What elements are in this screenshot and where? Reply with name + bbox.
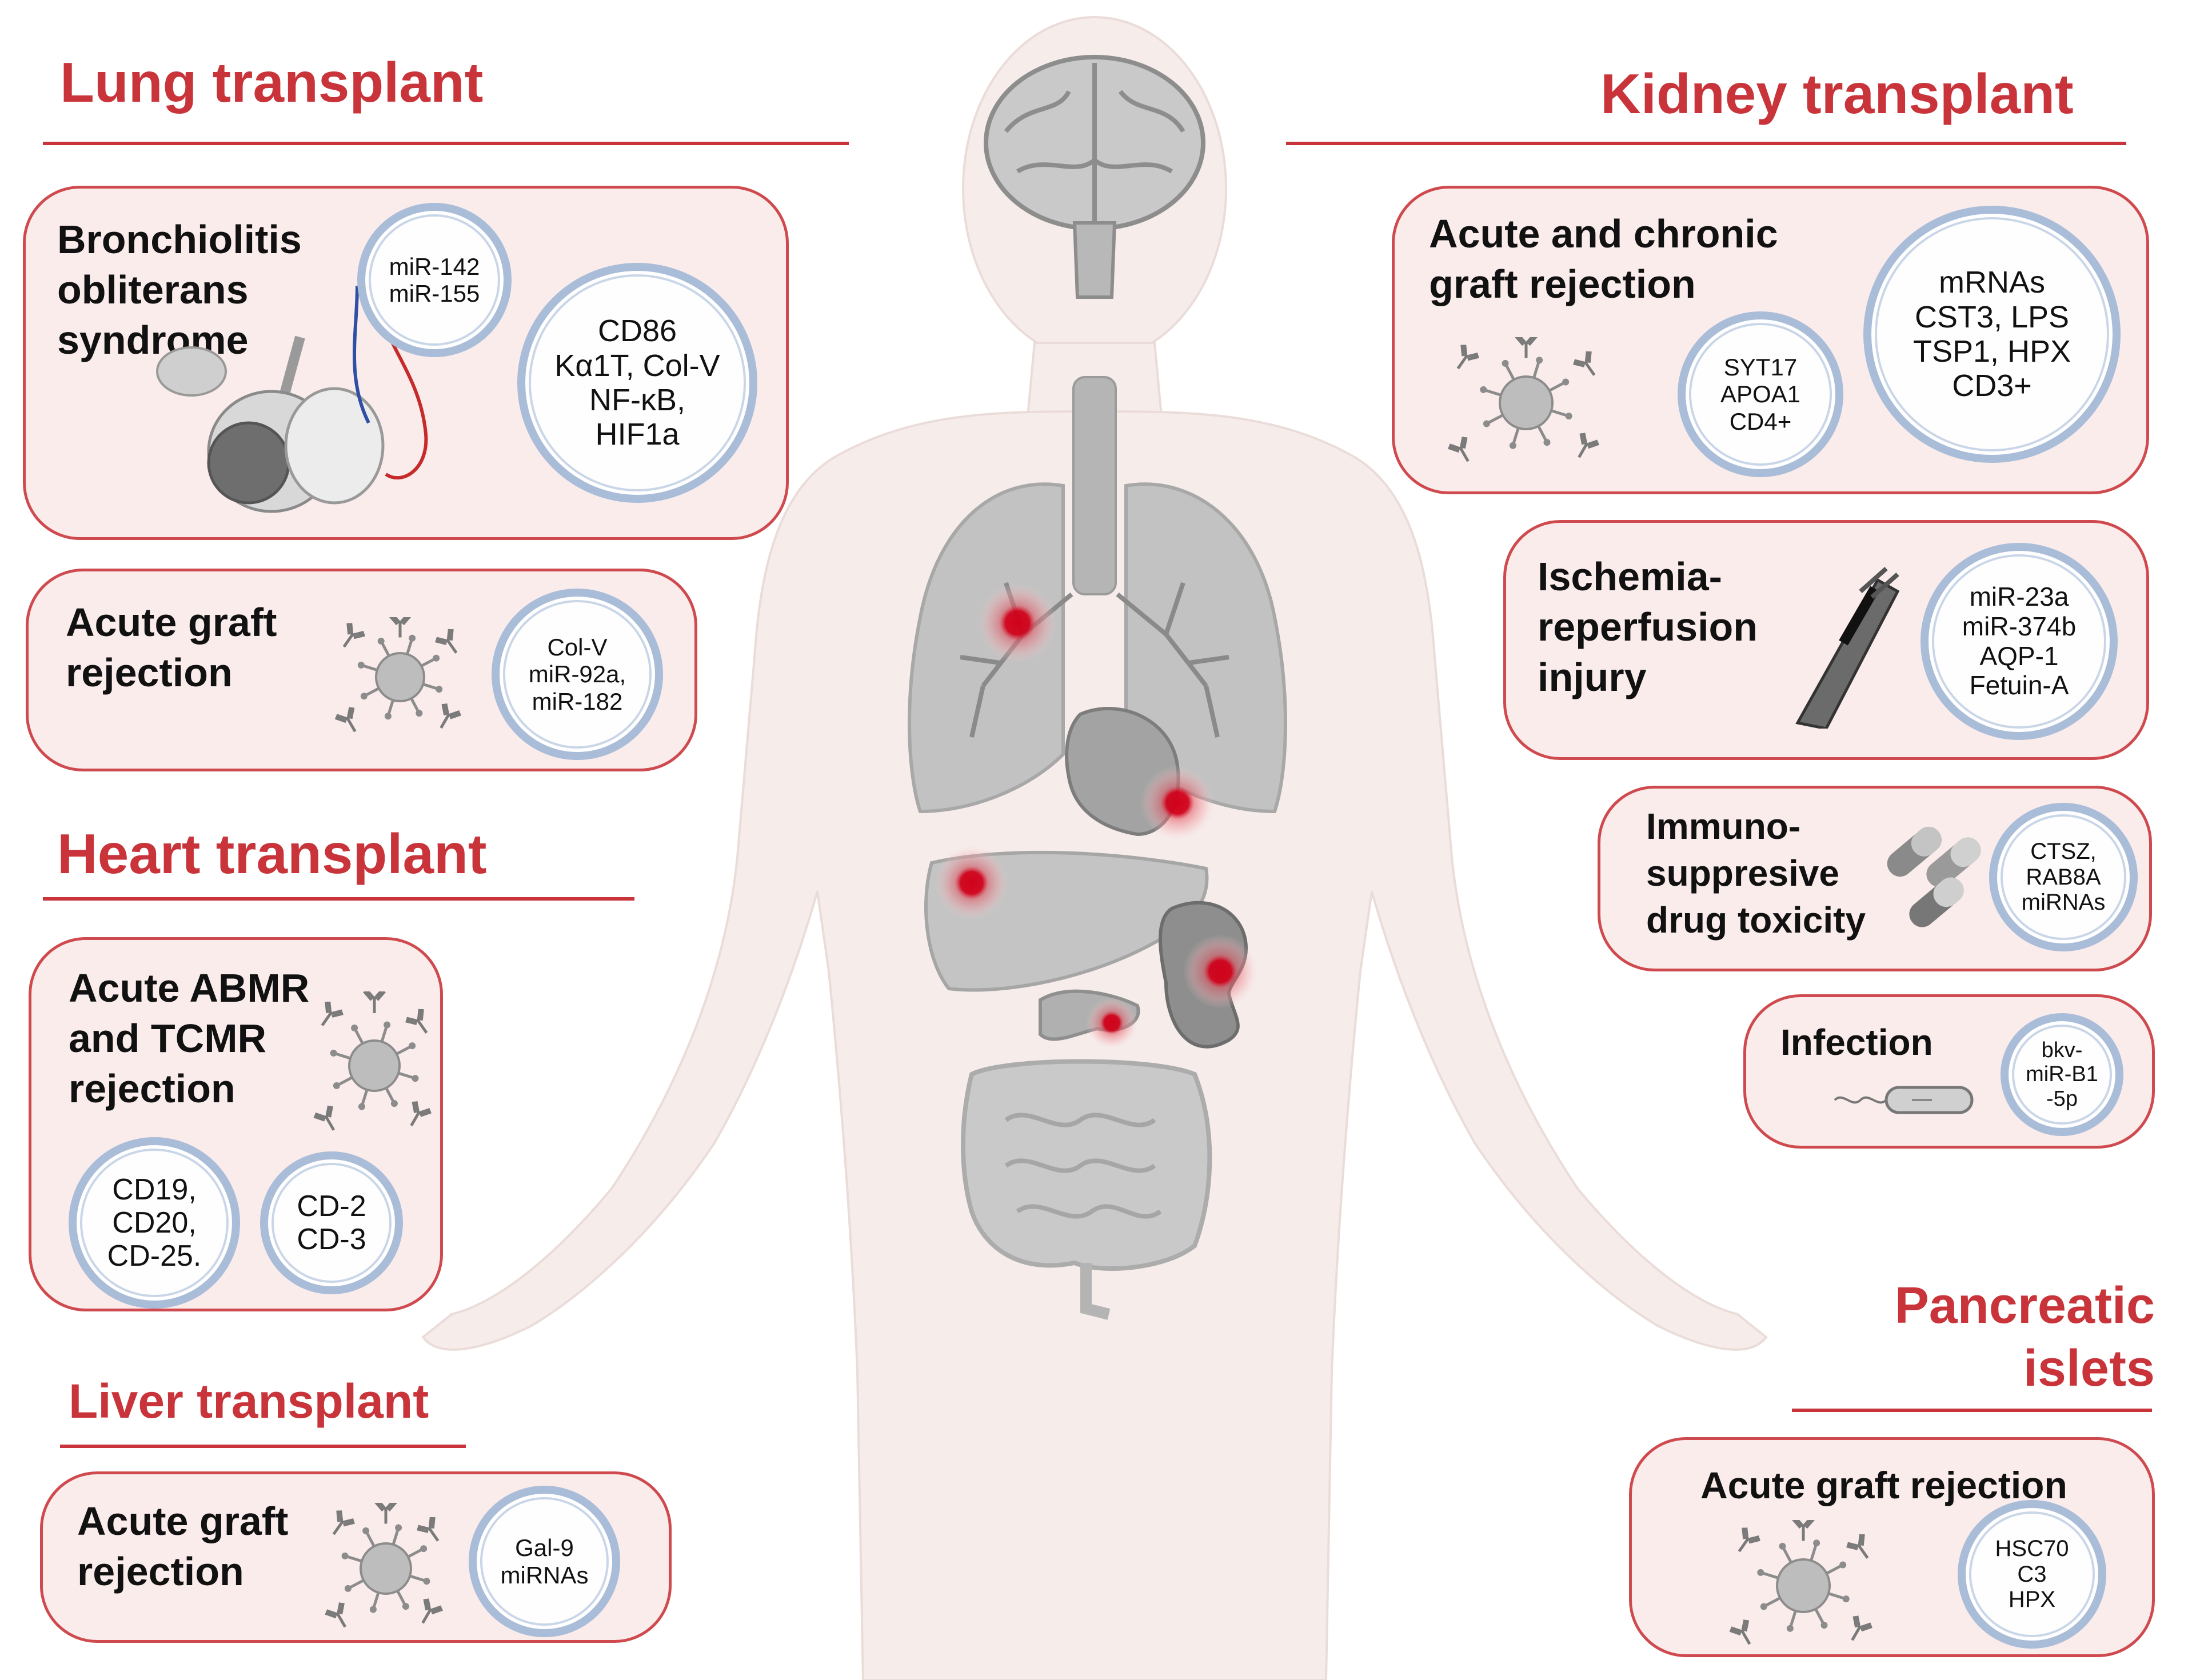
heart-rejection-box: Acute ABMR and TCMR rejection CD19, CD20… (29, 937, 443, 1311)
box-title: Acute and chronic graft rejection (1429, 211, 1778, 306)
biomarker-circle: mRNAs CST3, LPS TSP1, HPX CD3+ (1863, 206, 2121, 463)
biomarker-circle: miR-23a miR-374b AQP-1 Fetuin-A (1921, 543, 2118, 740)
kidney-infection-box: Infection bkv- miR-B1 -5p (1743, 994, 2155, 1149)
lung-title-rule (43, 142, 849, 145)
hotspot-marker (1140, 766, 1215, 840)
kidney-title-rule (1286, 142, 2126, 145)
heart-section-title: Heart transplant (57, 822, 487, 885)
biomarker-circle: CD86 Kα1T, Col-V NF-κB, HIF1a (517, 263, 757, 503)
box-title: Acute graft rejection (77, 1499, 289, 1594)
biomarker-circle: HSC70 C3 HPX (1958, 1500, 2106, 1649)
biomarker-circle: CD19, CD20, CD-25. (69, 1137, 240, 1309)
brain-icon (984, 55, 1205, 299)
biomarker-circle: CD-2 CD-3 (260, 1151, 403, 1294)
exosome-icon (1729, 1520, 1872, 1645)
pills-icon (1887, 826, 1981, 927)
pancreatic-title-rule (1792, 1409, 2152, 1412)
box-title: Infection (1780, 1022, 1933, 1063)
heart-title-rule (43, 897, 634, 901)
box-title: Ischemia- reperfusion injury (1538, 554, 1758, 699)
kidney-toxicity-box: Immuno- suppresive drug toxicity CTSZ, R… (1598, 786, 2152, 971)
liver-section-title: Liver transplant (69, 1374, 429, 1428)
pancreatic-rejection-box: Acute graft rejection HSC70 C3 HPX (1629, 1437, 2155, 1657)
hotspot-marker (935, 846, 1009, 920)
biomarker-circle: SYT17 APOA1 CD4+ (1678, 311, 1843, 477)
exosome-icon (1448, 337, 1599, 462)
pancreatic-section-title: Pancreatic islets (1894, 1277, 2155, 1397)
hotspot-marker (977, 583, 1057, 663)
lung-section-title: Lung transplant (60, 51, 484, 114)
exosome-icon (325, 1503, 443, 1628)
biomarker-circle: CTSZ, RAB8A miRNAs (1989, 803, 2138, 951)
liver-title-rule (60, 1445, 466, 1448)
blood-vessel-icon (1795, 567, 1900, 729)
box-title: Acute graft rejection (1700, 1464, 2067, 1506)
box-title: Acute graft rejection (66, 600, 277, 695)
box-title: Immuno- suppresive drug toxicity (1646, 806, 1866, 941)
hotspot-group (935, 583, 1257, 1049)
hotspot-marker (1086, 997, 1137, 1049)
biomarker-circle: miR-142 miR-155 (357, 203, 512, 357)
biomarker-circle: bkv- miR-B1 -5p (2001, 1013, 2123, 1136)
lung-bos-box: Bronchiolitis obliterans syndrome miR-14… (23, 186, 789, 540)
alveoli-icon (156, 335, 385, 513)
biomarker-circle: Col-V miR-92a, miR-182 (492, 589, 663, 760)
kidney-section-title: Kidney transplant (1600, 62, 2074, 125)
hotspot-marker (1183, 934, 1257, 1009)
liver-rejection-box: Acute graft rejection Gal-9 miRNAs (40, 1471, 672, 1643)
intestine-icon (961, 1059, 1212, 1320)
kidney-rejection-box: Acute and chronic graft rejection SYT17 … (1392, 186, 2149, 494)
box-title: Acute ABMR and TCMR rejection (69, 966, 310, 1111)
biomarker-circle: Gal-9 miRNAs (469, 1486, 620, 1637)
bacterium-icon (1834, 1086, 1974, 1114)
exosome-icon (334, 617, 461, 733)
exosome-icon (313, 991, 432, 1131)
kidney-ischemia-box: Ischemia- reperfusion injury miR-23a miR… (1503, 520, 2149, 760)
trachea-icon (1072, 376, 1117, 595)
lung-acute-box: Acute graft rejection Col-V miR-92a, miR… (26, 569, 697, 771)
